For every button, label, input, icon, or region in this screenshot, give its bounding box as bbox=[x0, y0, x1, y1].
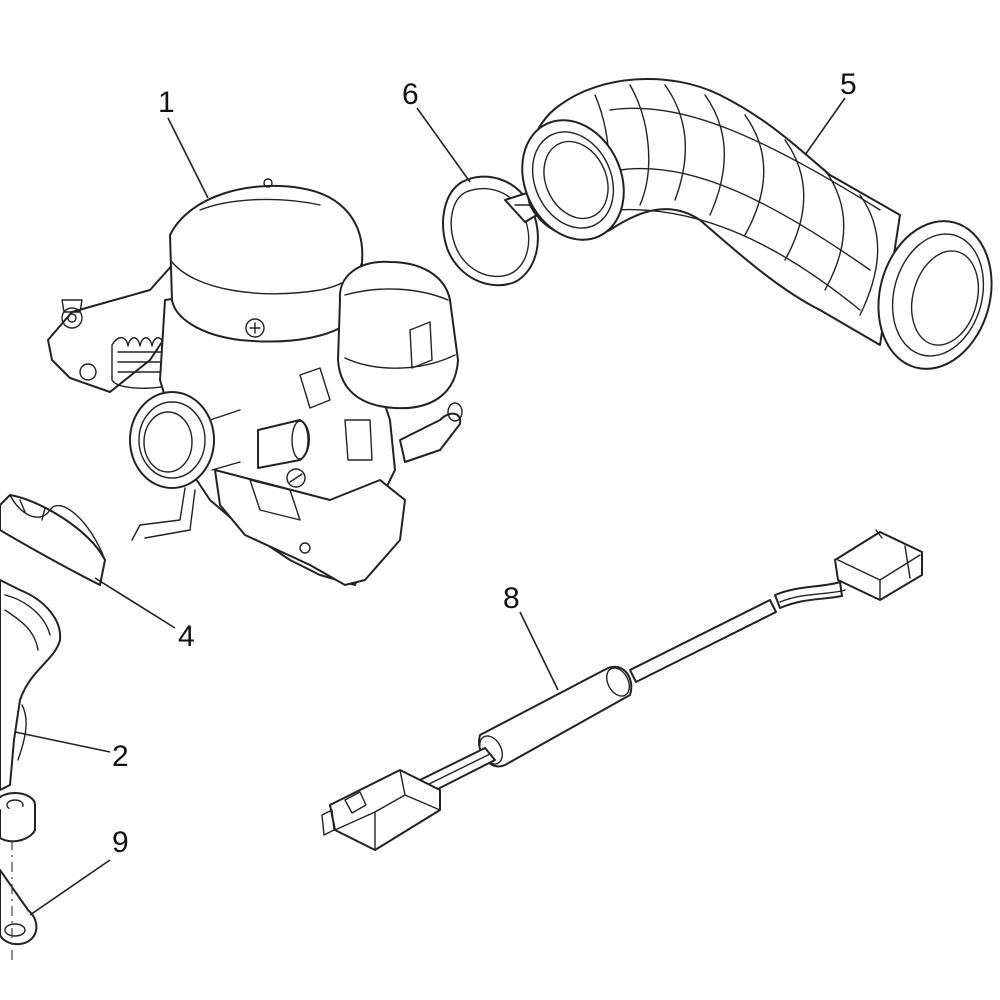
callout-hose-clamp: 6 bbox=[402, 78, 419, 111]
gasket-ring-part bbox=[0, 494, 106, 586]
carburettor-part bbox=[47, 178, 463, 586]
leader-8 bbox=[519, 611, 559, 691]
callout-gasket-ring: 4 bbox=[178, 620, 195, 653]
callout-wiring-harness: 8 bbox=[503, 582, 520, 615]
air-intake-hose-part bbox=[521, 77, 993, 370]
wiring-harness-part bbox=[321, 529, 923, 851]
callout-bracket: 9 bbox=[112, 826, 129, 859]
leader-1 bbox=[167, 117, 209, 199]
intake-manifold-part bbox=[0, 579, 62, 843]
leader-9 bbox=[29, 859, 111, 916]
hose-clamp-part bbox=[442, 175, 546, 287]
callout-intake-manifold: 2 bbox=[112, 740, 129, 773]
bracket-part bbox=[0, 840, 38, 960]
leader-lines bbox=[14, 97, 846, 916]
callout-labels: 1 2 4 5 6 8 9 bbox=[112, 68, 857, 859]
leader-5 bbox=[804, 97, 846, 156]
callout-carburettor: 1 bbox=[158, 86, 175, 119]
leader-4 bbox=[94, 577, 176, 629]
leader-2 bbox=[14, 731, 111, 753]
leader-6 bbox=[416, 107, 471, 183]
callout-air-intake-hose: 5 bbox=[840, 68, 857, 101]
